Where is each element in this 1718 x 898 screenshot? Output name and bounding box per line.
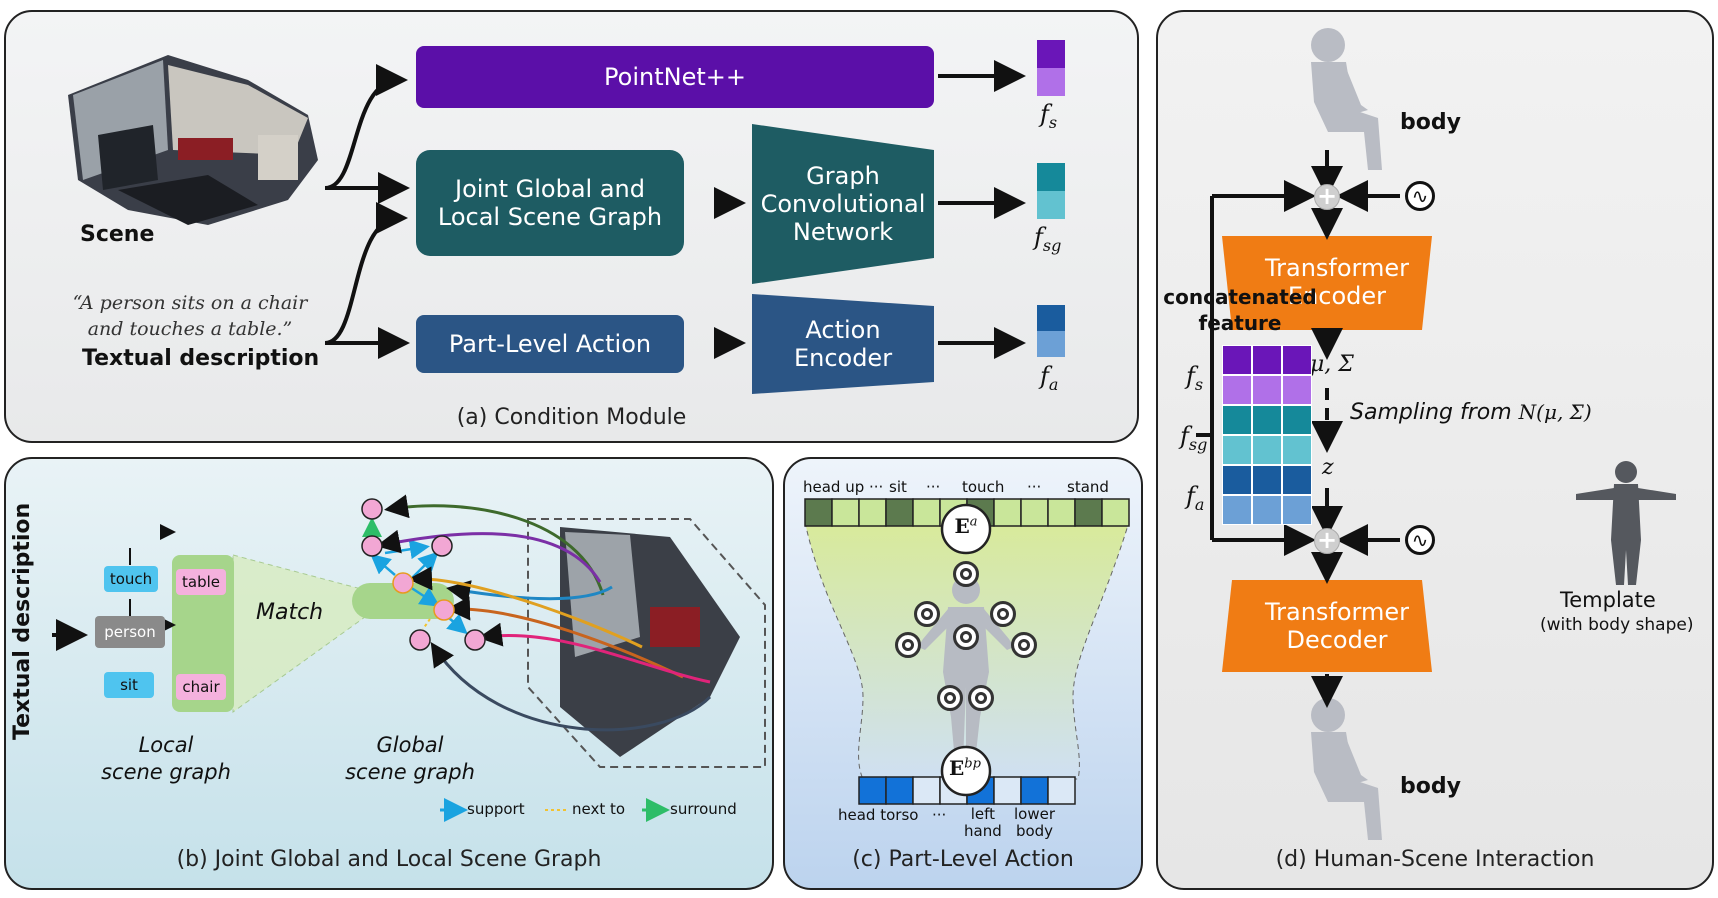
transformer-encoder-block: Transformer Encoder <box>1264 254 1409 310</box>
feat-sg-label: fsg <box>1180 422 1208 454</box>
legend-next-to: next to <box>572 800 626 818</box>
template-label: Template <box>1560 588 1656 612</box>
panel-d-caption: (d) Human-Scene Interaction <box>1275 847 1595 872</box>
token-touch: touch <box>962 478 1005 496</box>
joint-left-shoulder <box>914 601 940 627</box>
action-encoder-label: Action Encoder <box>793 316 893 372</box>
body-label-bottom: body <box>1400 774 1461 799</box>
mu-sigma-label: μ, Σ <box>1310 352 1354 377</box>
action-encoder-trapezoid <box>752 294 934 394</box>
token-stand: stand <box>1067 478 1109 496</box>
joint-right-hand <box>1011 632 1037 658</box>
token-dots-2: ··· <box>926 478 941 496</box>
fs-swatch-light <box>1037 68 1065 96</box>
joint-torso <box>953 624 979 650</box>
noise-icon-top: ∿ <box>1405 181 1435 211</box>
joint-left-hand <box>895 632 921 658</box>
template-sub-label: (with body shape) <box>1540 615 1694 635</box>
global-graph-label: Global scene graph <box>345 733 475 784</box>
node-table: table <box>176 569 226 595</box>
panel-a-caption: (a) Condition Module <box>456 405 687 430</box>
fa-label: fa <box>1040 362 1059 394</box>
joint-head <box>953 561 979 587</box>
token-head-up: head up <box>803 478 865 496</box>
node-chair: chair <box>176 674 226 700</box>
feat-s-label: fs <box>1186 362 1204 394</box>
body-label-top: body <box>1400 110 1461 135</box>
node-person: person <box>95 616 165 648</box>
local-graph-label: Local scene graph <box>101 733 231 784</box>
gcn-trapezoid <box>752 124 934 284</box>
pointnet-block: PointNet++ <box>416 46 934 108</box>
fsg-swatch-light <box>1037 191 1065 219</box>
scene-label: Scene <box>80 222 155 247</box>
ebp-label: Ebp <box>949 756 981 780</box>
concatenated-feature-grid <box>1222 345 1312 525</box>
panel-b-caption: (b) Joint Global and Local Scene Graph <box>176 847 602 872</box>
token-dots-1: ··· <box>869 478 884 496</box>
fsg-swatch-dark <box>1037 163 1065 191</box>
legend-support: support <box>467 800 525 818</box>
panel-a-arrows <box>324 60 1026 359</box>
z-label: z <box>1322 455 1334 480</box>
textual-description-label: Textual description <box>82 346 320 371</box>
fa-swatch-light <box>1037 331 1065 357</box>
token-lower-body: lower body <box>1014 805 1056 840</box>
sampling-label: Sampling from N(μ, Σ) <box>1350 400 1592 425</box>
node-sit: sit <box>104 672 154 698</box>
noise-icon-bottom: ∿ <box>1405 525 1435 555</box>
part-level-action-block: Part-Level Action <box>416 315 684 373</box>
gcn-label: Graph Convolutional Network <box>760 162 926 246</box>
fs-swatch-dark <box>1037 40 1065 68</box>
quote-text: “A person sits on a chair and touches a … <box>72 292 308 340</box>
ea-label: Ea <box>954 514 978 538</box>
token-dots-bottom: ··· <box>932 806 947 824</box>
joint-right-shoulder <box>990 601 1016 627</box>
fs-label: fs <box>1040 100 1058 132</box>
node-touch: touch <box>104 566 158 592</box>
transformer-decoder-block: Transformer Decoder <box>1264 598 1409 654</box>
panel-b-graphics <box>52 494 766 822</box>
feat-a-label: fa <box>1186 482 1205 514</box>
joint-right-knee <box>968 685 994 711</box>
add-node-bottom: + <box>1314 528 1340 554</box>
add-node-top: + <box>1314 184 1340 210</box>
panel-c-graphics <box>804 498 1130 805</box>
token-head-torso: head torso <box>838 806 919 824</box>
fa-swatch-dark <box>1037 305 1065 331</box>
panel-c-caption: (c) Part-Level Action <box>852 847 1074 872</box>
panel-d-graphics <box>1196 28 1676 840</box>
legend-surround: surround <box>670 800 737 818</box>
joint-left-knee <box>937 685 963 711</box>
token-left-hand: left hand <box>964 805 1002 840</box>
match-label: Match <box>256 600 324 625</box>
token-dots-3: ··· <box>1027 478 1042 496</box>
token-sit: sit <box>889 478 907 496</box>
concatenated-feature-label: concatenated feature <box>1163 285 1317 335</box>
scene-image <box>68 55 318 225</box>
joint-scene-graph-block: Joint Global and Local Scene Graph <box>416 150 684 256</box>
fsg-label: fsg <box>1034 223 1062 255</box>
